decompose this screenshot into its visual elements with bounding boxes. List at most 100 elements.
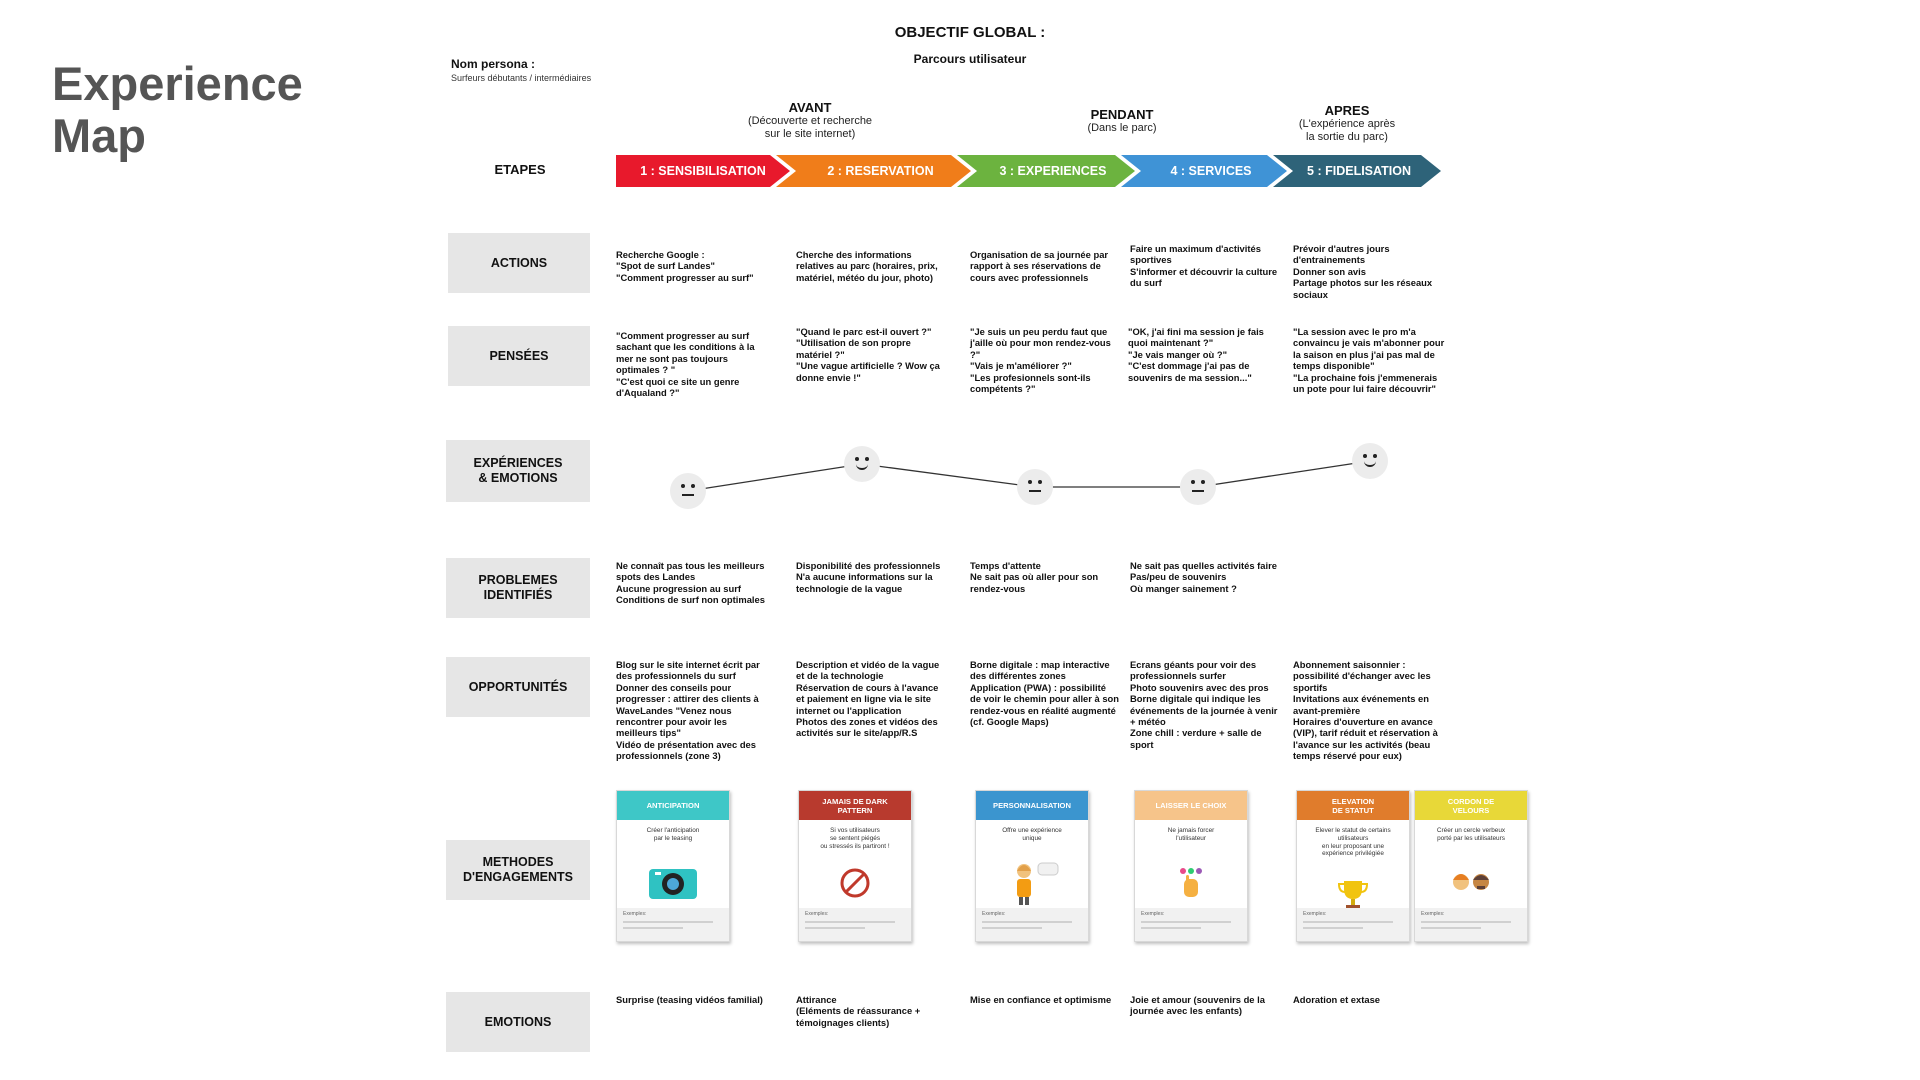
- card-example-label: Exemples:: [1421, 911, 1445, 917]
- problemes-cell: Ne connaît pas tous les meilleurs spots …: [616, 560, 765, 606]
- card-example-label: Exemples:: [805, 911, 829, 917]
- card-description: Offre une expérience unique: [1002, 827, 1062, 842]
- engagement-card-cordon-de-velours: CORDON DE VELOURS Créer un cercle verbeu…: [1414, 790, 1528, 942]
- card-description: Si vos utilisateurs se sentent piégés ou…: [820, 827, 890, 850]
- objective-title: OBJECTIF GLOBAL :: [894, 24, 1046, 41]
- card-description: Ne jamais forcer l'utilisateur: [1167, 827, 1215, 842]
- row-label-actions: ACTIONS: [448, 233, 590, 293]
- actions-cell: Organisation de sa journée par rapport à…: [970, 249, 1109, 283]
- card-description: Créer un cercle verbeux porté par les ut…: [1436, 827, 1506, 842]
- opportunites-cell: Description et vidéo de la vague et de l…: [796, 659, 940, 739]
- page-title: Experience Map: [52, 57, 303, 162]
- pensees-cell: "Je suis un peu perdu faut que j'aille o…: [970, 326, 1111, 395]
- problemes-cell: Temps d'attente Ne sait pas où aller pou…: [970, 560, 1099, 594]
- text-line: [1421, 927, 1481, 929]
- persona-value: Surfeurs débutants / intermédiaires: [451, 73, 592, 83]
- mouth: [856, 464, 868, 470]
- objective-subtitle: Parcours utilisateur: [913, 52, 1027, 66]
- emotions-cell: Joie et amour (souvenirs de la journée a…: [1130, 994, 1265, 1017]
- phase-title: AVANT: [788, 100, 832, 115]
- card-description: Elever le statut de certains utilisateur…: [1315, 827, 1391, 858]
- phase-subtitle: (L'expérience après la sortie du parc): [1298, 118, 1396, 143]
- text-line: [805, 921, 895, 923]
- phase-title: PENDANT: [1090, 107, 1154, 122]
- engagement-card-anticipation: ANTICIPATION Créer l'anticipation par le…: [616, 790, 730, 942]
- row-label-methodes: METHODES D'ENGAGEMENTS: [446, 840, 590, 900]
- card-examples: Exemples:: [799, 908, 911, 941]
- pensees-cell: "Quand le parc est-il ouvert ?" "Utilisa…: [796, 326, 940, 383]
- engagement-card-elevation-de-statut: ELEVATION DE STATUT Elever le statut de …: [1296, 790, 1410, 942]
- pensees-cell: "Comment progresser au surf sachant que …: [616, 330, 755, 399]
- opportunites-cell: Ecrans géants pour voir des professionne…: [1130, 659, 1278, 750]
- text-line: [982, 927, 1042, 929]
- card-example-label: Exemples:: [982, 911, 1006, 917]
- step-services: 4 : SERVICES: [1121, 155, 1287, 187]
- phase-pendant: PENDANT (Dans le parc): [1052, 107, 1192, 135]
- card-title: JAMAIS DE DARK PATTERN: [799, 791, 911, 820]
- card-examples: Exemples:: [1415, 908, 1527, 941]
- emotions-cell: Attirance (Eléments de réassurance + tém…: [796, 994, 921, 1028]
- pensees-cell: "OK, j'ai fini ma session je fais quoi m…: [1128, 326, 1264, 383]
- row-label-pensees: PENSÉES: [448, 326, 590, 386]
- opportunites-cell: Abonnement saisonnier : possibilité d'éc…: [1293, 659, 1438, 762]
- mouth: [1364, 461, 1376, 467]
- row-label-opportunites: OPPORTUNITÉS: [446, 657, 590, 717]
- neutral-face-icon: [670, 473, 706, 509]
- card-title: ANTICIPATION: [617, 791, 729, 820]
- problemes-cell: Ne sait pas quelles activités faire Pas/…: [1130, 560, 1277, 594]
- step-fidelisation: 5 : FIDELISATION: [1273, 155, 1441, 187]
- card-example-label: Exemples:: [1303, 911, 1327, 917]
- step-sensibilisation: 1 : SENSIBILISATION: [616, 155, 790, 187]
- card-example-label: Exemples:: [623, 911, 647, 917]
- row-label-problemes: PROBLEMES IDENTIFIÉS: [446, 558, 590, 618]
- trophy-icon: [1297, 871, 1409, 919]
- happy-face-icon: [1352, 443, 1388, 479]
- text-line: [623, 927, 683, 929]
- emotions-cell: Surprise (teasing vidéos familial): [616, 994, 763, 1005]
- actions-cell: Prévoir d'autres jours d'entrainements D…: [1293, 243, 1433, 300]
- engagement-card-dark-pattern: JAMAIS DE DARK PATTERN Si vos utilisateu…: [798, 790, 912, 942]
- neutral-face-icon: [1180, 469, 1216, 505]
- neutral-face-icon: [1017, 469, 1053, 505]
- text-line: [1141, 927, 1201, 929]
- problemes-cell: Disponibilité des professionnels N'a auc…: [796, 560, 941, 594]
- card-title: PERSONNALISATION: [976, 791, 1088, 820]
- text-line: [805, 927, 865, 929]
- phase-apres: APRES (L'expérience après la sortie du p…: [1277, 103, 1417, 144]
- text-line: [1141, 921, 1231, 923]
- mouth: [1029, 490, 1041, 492]
- people-icon: [1415, 859, 1527, 907]
- persona-label: Nom persona :: [451, 57, 536, 71]
- row-label-emotions: EMOTIONS: [446, 992, 590, 1052]
- camera-icon: [617, 859, 729, 907]
- card-examples: Exemples:: [976, 908, 1088, 941]
- happy-face-icon: [844, 446, 880, 482]
- actions-cell: Faire un maximum d'activités sportives S…: [1130, 243, 1278, 289]
- card-title: LAISSER LE CHOIX: [1135, 791, 1247, 820]
- mouth: [1192, 490, 1204, 492]
- step-reservation: 2 : RESERVATION: [776, 155, 971, 187]
- person-icon: [976, 859, 1088, 907]
- etapes-label: ETAPES: [494, 162, 546, 177]
- actions-cell: Recherche Google : "Spot de surf Landes"…: [616, 249, 754, 283]
- mouth: [682, 494, 694, 496]
- engagement-card-personnalisation: PERSONNALISATION Offre une expérience un…: [975, 790, 1089, 942]
- phase-title: APRES: [1324, 103, 1370, 118]
- phase-subtitle: (Découverte et recherche sur le site int…: [747, 115, 873, 140]
- engagement-card-laisser-le-choix: LAISSER LE CHOIX Ne jamais forcer l'util…: [1134, 790, 1248, 942]
- emotions-cell: Adoration et extase: [1293, 994, 1381, 1005]
- text-line: [982, 921, 1072, 923]
- text-line: [1303, 927, 1363, 929]
- card-examples: Exemples:: [617, 908, 729, 941]
- phase-avant: AVANT (Découverte et recherche sur le si…: [730, 100, 890, 141]
- forbidden-icon: [799, 859, 911, 907]
- actions-cell: Cherche des informations relatives au pa…: [796, 249, 938, 283]
- card-examples: Exemples:: [1135, 908, 1247, 941]
- hand-icon: [1135, 859, 1247, 907]
- card-description: Créer l'anticipation par le teasing: [646, 827, 700, 842]
- text-line: [1421, 921, 1511, 923]
- text-line: [1303, 921, 1393, 923]
- phase-subtitle: (Dans le parc): [1087, 122, 1157, 134]
- pensees-cell: "La session avec le pro m'a convaincu je…: [1293, 326, 1445, 395]
